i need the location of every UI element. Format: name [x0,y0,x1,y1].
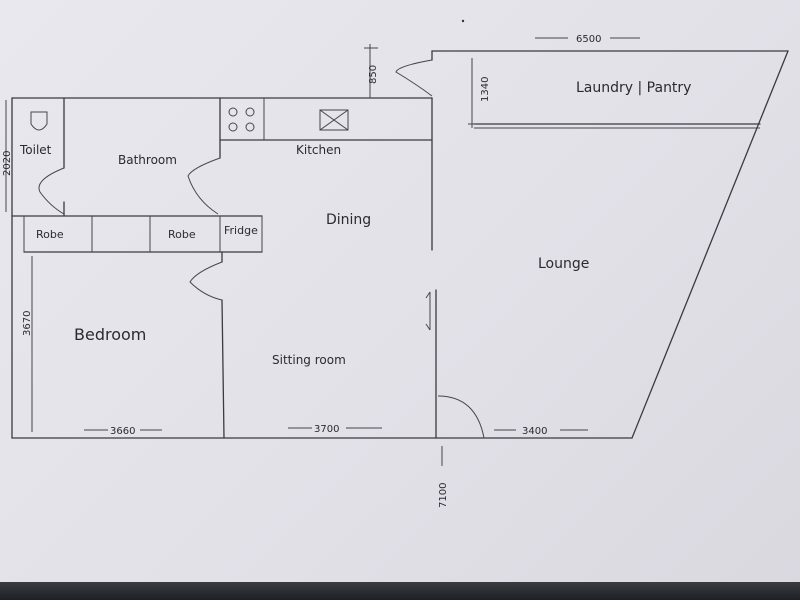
sitting-room-label: Sitting room [272,353,346,367]
bathroom-label: Bathroom [118,153,177,167]
lounge-label: Lounge [538,256,589,272]
toilet-label: Toilet [19,143,52,157]
cooktop-icon [228,107,255,132]
dim-3400: 3400 [522,426,547,437]
lounge-door [437,395,485,439]
robe-left-label: Robe [36,228,64,241]
dim-2020: 2020 [2,151,13,176]
dim-3700: 3700 [314,424,339,435]
toilet-door [38,167,65,215]
sink-icon [319,109,349,131]
fridge-label: Fridge [224,224,258,237]
table-surface [0,582,800,600]
kitchen-label: Kitchen [296,143,341,157]
bathroom-door [187,157,221,215]
robe-right-label: Robe [168,228,196,241]
dim-3660: 3660 [110,426,135,437]
laundry-pantry-label: Laundry | Pantry [576,80,691,96]
dining-label: Dining [326,212,371,228]
dim-1340: 1340 [480,77,491,102]
bedroom-wall [221,299,225,439]
entry-door [395,59,433,97]
bedroom-label: Bedroom [74,325,146,344]
dim-3670: 3670 [22,311,33,336]
dim-850: 850 [368,65,379,84]
dim-6500: 6500 [576,34,601,45]
bedroom-door [189,261,223,301]
toilet-icon [30,111,48,131]
slanted-wall [631,50,789,439]
dim-7100: 7100 [438,483,449,508]
pencil-dot [461,19,465,23]
